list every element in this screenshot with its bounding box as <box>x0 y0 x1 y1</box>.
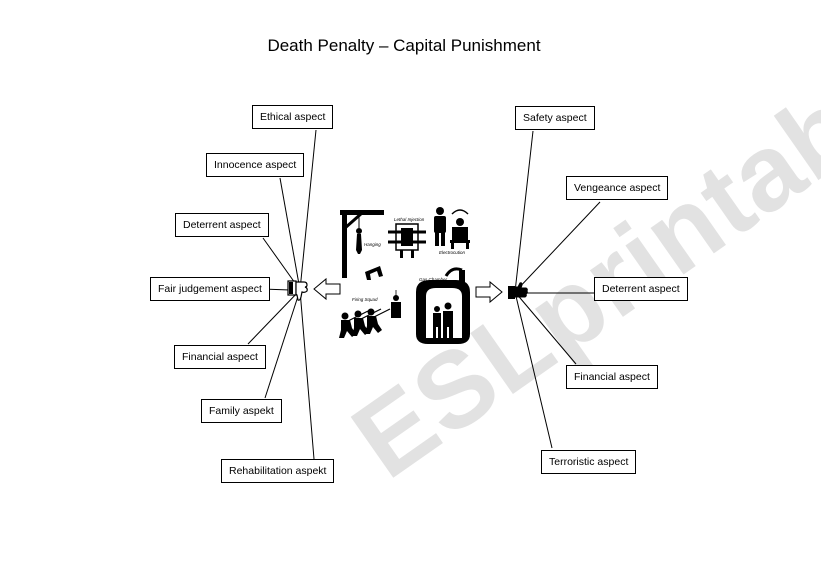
for-item-vengeance: Vengeance aspect <box>566 176 669 200</box>
for-item-financial: Financial aspect <box>566 365 658 389</box>
connector-financial-right <box>514 291 577 365</box>
label-electrocution: Electrocution <box>439 250 466 255</box>
against-item-deterrent: Deterrent aspect <box>175 213 269 237</box>
connector-financial-left <box>247 289 301 345</box>
against-item-ethical: Ethical aspect <box>252 105 334 129</box>
thumbs-down-icon <box>287 280 308 301</box>
for-item-terroristic: Terroristic aspect <box>541 450 637 474</box>
execution-methods-illustration: Hanging Lethal Injection Electrocution G… <box>339 207 470 344</box>
thumbs-up-icon <box>508 282 528 299</box>
gas-chamber-icon <box>416 267 470 344</box>
electric-chair-icon <box>450 209 470 249</box>
against-item-financial: Financial aspect <box>174 345 266 369</box>
arrow-right-icon <box>475 280 503 304</box>
against-item-rehabilitation: Rehabilitation aspekt <box>221 459 335 483</box>
page-title: Death Penalty – Capital Punishment <box>267 36 541 55</box>
standing-person-icon <box>434 207 446 246</box>
connector-safety <box>514 130 534 293</box>
against-item-innocence: Innocence aspect <box>206 153 305 177</box>
firing-squad-icon <box>339 290 401 338</box>
connector-vengeance <box>514 201 601 293</box>
against-item-family: Family aspekt <box>201 399 282 423</box>
for-item-deterrent: Deterrent aspect <box>594 277 688 301</box>
label-lethal-injection: Lethal Injection <box>394 217 425 222</box>
connector-rehabilitation <box>299 289 315 460</box>
label-firing-squad: Firing Squad <box>352 297 378 302</box>
connector-family <box>264 289 301 399</box>
label-gas-chamber: Gas Chamber <box>419 277 448 282</box>
label-hanging: Hanging <box>364 242 381 247</box>
gallows-icon <box>340 210 384 280</box>
lethal-injection-icon <box>388 223 426 258</box>
arrow-left-icon <box>313 277 341 301</box>
for-item-safety: Safety aspect <box>515 106 595 130</box>
connector-innocence <box>279 177 301 291</box>
connector-terroristic <box>514 291 553 449</box>
against-item-fair-judgement: Fair judgement aspect <box>150 277 270 301</box>
connector-ethical <box>299 129 317 291</box>
